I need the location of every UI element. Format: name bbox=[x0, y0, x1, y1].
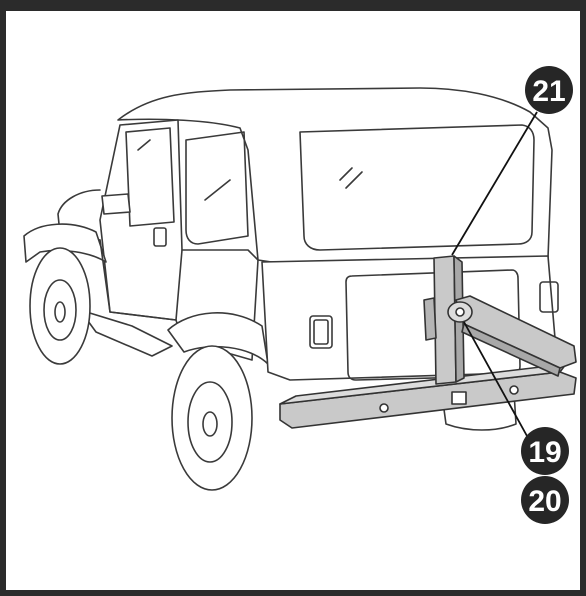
bumper-assembly bbox=[279, 255, 577, 429]
callout-badge-bottom: 20 bbox=[521, 476, 569, 524]
tail-light-left-inner bbox=[313, 319, 329, 345]
rear-window bbox=[299, 124, 535, 251]
callout-label-top: 21 bbox=[532, 75, 565, 108]
bumper-bolt-2 bbox=[509, 385, 519, 395]
bumper-bolt-1 bbox=[379, 403, 389, 413]
callout-badge-middle: 19 bbox=[521, 427, 569, 475]
soft-top-roof bbox=[117, 87, 553, 269]
callout-badge-top: 21 bbox=[525, 66, 573, 114]
hinge-plate bbox=[423, 297, 437, 341]
rear-window-glare-1 bbox=[339, 167, 353, 181]
swing-arm-face bbox=[461, 323, 561, 377]
door-handle bbox=[153, 227, 167, 247]
front-tire bbox=[29, 247, 91, 365]
running-board bbox=[79, 309, 173, 357]
vehicle-illustration bbox=[23, 87, 559, 491]
front-wheel-hub bbox=[54, 301, 66, 323]
leader-line-top bbox=[451, 111, 538, 256]
frame-top-bar bbox=[0, 0, 586, 11]
leader-line-bottom bbox=[463, 321, 528, 437]
rear-tire bbox=[171, 345, 253, 491]
tail-light-left bbox=[309, 315, 333, 349]
door-window-glare bbox=[137, 139, 151, 151]
rear-wheel-hub bbox=[202, 411, 218, 437]
side-mirror bbox=[101, 193, 131, 215]
hitch-receiver bbox=[451, 391, 467, 405]
callout-label-middle: 19 bbox=[528, 436, 561, 469]
pivot-bolt bbox=[455, 307, 465, 317]
side-window-glare bbox=[204, 179, 231, 201]
front-wheel-rim bbox=[43, 279, 77, 341]
rear-window-glare-2 bbox=[345, 171, 363, 189]
callout-label-bottom: 20 bbox=[528, 485, 561, 518]
tail-light-right bbox=[539, 281, 559, 313]
side-window-rear bbox=[185, 131, 249, 245]
front-fender bbox=[23, 223, 107, 263]
rear-wheel-rim bbox=[187, 381, 233, 463]
front-hood bbox=[57, 189, 101, 241]
